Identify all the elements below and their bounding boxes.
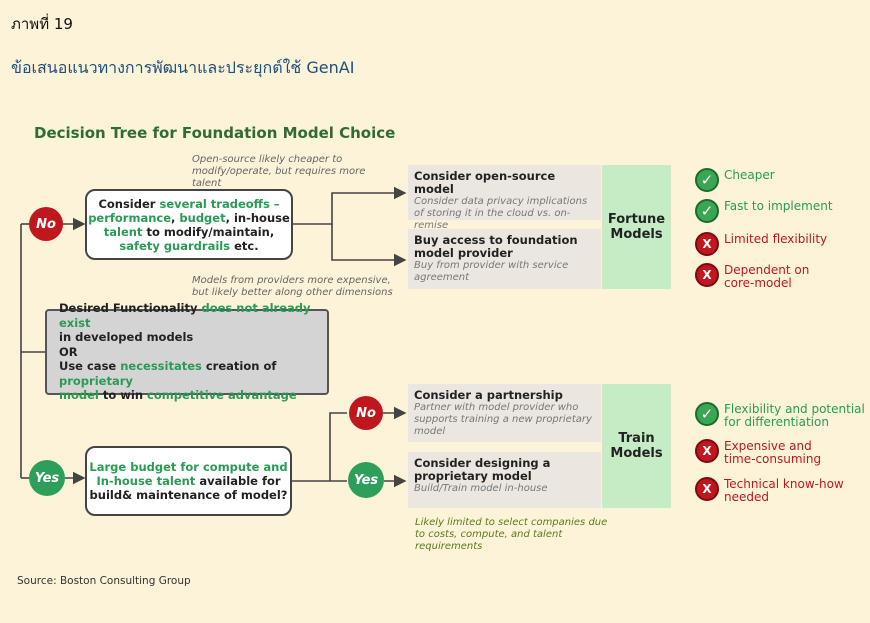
no-circle: No bbox=[29, 207, 63, 241]
tradeoff-text: etc. bbox=[230, 238, 259, 253]
tradeoff-text-highlight: talent bbox=[103, 224, 143, 239]
fortune-models-box: Fortune Models bbox=[602, 165, 671, 289]
root-text: to win bbox=[98, 388, 148, 403]
bullet-pro: ✓ Cheaper bbox=[695, 168, 865, 192]
tradeoff-box: Consider several tradeoffs – performance… bbox=[85, 189, 293, 260]
root-text: Desired Functionality bbox=[59, 301, 202, 316]
option-buy-access: Buy access to foundation model provider … bbox=[408, 229, 601, 289]
tradeoff-text: , in-house bbox=[225, 210, 290, 225]
train-models-box: Train Models bbox=[602, 384, 671, 508]
bullet-text: Cheaper bbox=[724, 168, 775, 182]
yes-circle-design: Yes bbox=[348, 462, 384, 498]
diagram-title: Decision Tree for Foundation Model Choic… bbox=[34, 124, 396, 142]
root-text-highlight: model bbox=[59, 388, 99, 403]
option-subtitle: Build/Train model in-house bbox=[414, 483, 548, 494]
bullet-text: Flexibility and potential for differenti… bbox=[724, 402, 865, 429]
root-text: in developed models bbox=[59, 330, 194, 345]
bullet-text: Expensive and time-consuming bbox=[724, 439, 822, 466]
tradeoff-text-highlight: several tradeoffs – bbox=[159, 196, 280, 211]
tradeoff-text: Consider bbox=[98, 196, 160, 211]
option-open-source: Consider open-source model Consider data… bbox=[408, 165, 601, 231]
root-text-highlight: proprietary bbox=[59, 373, 133, 388]
option-partnership: Consider a partnership Partner with mode… bbox=[408, 384, 601, 442]
budget-text: build& maintenance of model? bbox=[89, 488, 288, 502]
budget-text: available for bbox=[195, 474, 281, 488]
option-subtitle: Consider data privacy implications of st… bbox=[414, 196, 588, 231]
source-note: Source: Boston Consulting Group bbox=[17, 575, 191, 587]
tradeoff-text-highlight: performance bbox=[88, 210, 172, 225]
tradeoff-text-highlight: budget bbox=[179, 210, 226, 225]
check-icon: ✓ bbox=[695, 402, 719, 426]
budget-box: Large budget for compute and In-house ta… bbox=[85, 446, 292, 516]
limited-note: Likely limited to select companies due t… bbox=[415, 517, 608, 552]
cross-icon: X bbox=[695, 477, 719, 501]
open-source-note: Open-source likely cheaper to modify/ope… bbox=[192, 154, 366, 189]
train-models-label: Train Models bbox=[610, 431, 663, 461]
option-design: Consider designing a proprietary model B… bbox=[408, 452, 601, 508]
page-heading: ข้อเสนอแนวทางการพัฒนาและประยุกต์ใช้ GenA… bbox=[11, 58, 355, 77]
root-text: OR bbox=[59, 344, 78, 359]
option-title: Consider open-source model bbox=[414, 169, 556, 196]
to-no2 bbox=[292, 412, 347, 482]
option-title: Buy access to foundation model provider bbox=[414, 233, 578, 260]
bullet-con: X Limited flexibility bbox=[695, 232, 865, 256]
bullet-text: Dependent on core-model bbox=[724, 263, 810, 290]
tradeoff-text: , bbox=[171, 210, 180, 225]
root-text: Use case bbox=[59, 359, 121, 374]
root-condition-box: Desired Functionality does not already e… bbox=[45, 301, 329, 402]
no-circle-partnership: No bbox=[349, 396, 383, 430]
providers-note: Models from providers more expensive, bu… bbox=[192, 275, 393, 298]
bullet-con: X Technical know-how needed bbox=[695, 477, 855, 504]
tradeoff-text: to modify/maintain, bbox=[142, 224, 275, 239]
root-text-highlight: does not already exist bbox=[59, 301, 311, 330]
check-icon: ✓ bbox=[695, 168, 719, 192]
option-subtitle: Partner with model provider who supports… bbox=[414, 402, 592, 437]
bullet-text: Technical know-how needed bbox=[724, 477, 844, 504]
check-icon: ✓ bbox=[695, 199, 719, 223]
root-text-highlight: competitive advantage bbox=[147, 388, 297, 403]
tradeoff-text-highlight: safety guardrails bbox=[119, 238, 231, 253]
bullet-text: Limited flexibility bbox=[724, 232, 828, 246]
option-title: Consider a partnership bbox=[414, 388, 563, 402]
figure-label: ภาพที่ 19 bbox=[11, 15, 73, 33]
budget-text-highlight: Large budget for compute and bbox=[89, 460, 288, 474]
cross-icon: X bbox=[695, 232, 719, 256]
bullet-pro: ✓ Flexibility and potential for differen… bbox=[695, 402, 865, 429]
option-title: Consider designing a proprietary model bbox=[414, 456, 551, 483]
fortune-models-label: Fortune Models bbox=[607, 212, 666, 242]
root-text-highlight: necessitates bbox=[120, 359, 202, 374]
bullet-pro: ✓ Fast to implement bbox=[695, 199, 865, 223]
yes-circle: Yes bbox=[29, 460, 65, 496]
to-open-source bbox=[293, 186, 407, 225]
bullet-con: X Expensive and time-consuming bbox=[695, 439, 825, 466]
bullet-text: Fast to implement bbox=[724, 199, 833, 213]
cross-icon: X bbox=[695, 439, 719, 463]
option-subtitle: Buy from provider with service agreement bbox=[414, 260, 569, 283]
bullet-con: X Dependent on core-model bbox=[695, 263, 815, 290]
cross-icon: X bbox=[695, 263, 719, 287]
root-text: creation of bbox=[201, 359, 277, 374]
budget-text-highlight: In-house talent bbox=[96, 474, 196, 488]
